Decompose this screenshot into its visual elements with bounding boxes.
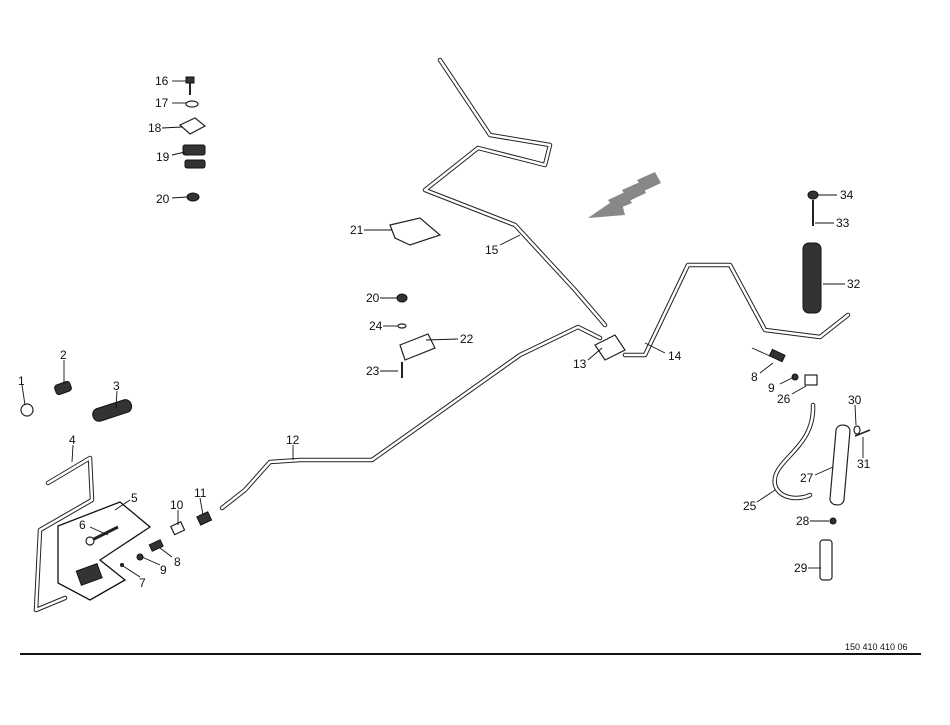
pipe-4 — [33, 455, 95, 613]
callout-30: 30 — [848, 393, 862, 407]
callout-25: 25 — [743, 499, 757, 513]
parts — [20, 76, 871, 586]
callout-10: 10 — [170, 498, 184, 512]
callout-8: 8 — [751, 370, 758, 384]
callout-16: 16 — [155, 74, 169, 88]
callout-18: 18 — [148, 121, 162, 135]
callout-20: 20 — [366, 291, 380, 305]
callout-11: 11 — [194, 486, 207, 500]
callout-15: 15 — [485, 243, 499, 257]
drawing-code: 150 410 410 06 — [845, 642, 908, 652]
leader-lines — [21, 80, 864, 578]
hose-25 — [772, 402, 816, 501]
callout-12: 12 — [286, 433, 300, 447]
callout-34: 34 — [840, 188, 854, 202]
callout-23: 23 — [366, 364, 380, 378]
callout-9: 9 — [768, 381, 775, 395]
callout-32: 32 — [847, 277, 861, 291]
callout-1: 1 — [18, 374, 25, 388]
callout-26: 26 — [777, 392, 791, 406]
pipe-15 — [422, 57, 608, 328]
callout-17: 17 — [155, 96, 169, 110]
callout-31: 31 — [857, 457, 871, 471]
callout-20: 20 — [156, 192, 170, 206]
callout-13: 13 — [573, 357, 587, 371]
direction-arrow-icon — [588, 172, 661, 218]
callout-9: 9 — [160, 563, 167, 577]
callout-6: 6 — [79, 518, 86, 532]
callout-29: 29 — [794, 561, 808, 575]
callout-24: 24 — [369, 319, 383, 333]
callout-19: 19 — [156, 150, 170, 164]
callout-4: 4 — [69, 433, 76, 447]
callout-7: 7 — [139, 576, 146, 590]
callout-5: 5 — [131, 491, 138, 505]
callout-28: 28 — [796, 514, 810, 528]
callout-33: 33 — [836, 216, 850, 230]
callout-2: 2 — [60, 348, 67, 362]
callout-22: 22 — [460, 332, 474, 346]
callout-14: 14 — [668, 349, 682, 363]
kit-outline-5 — [57, 501, 152, 601]
callout-27: 27 — [800, 471, 814, 485]
callout-21: 21 — [350, 223, 364, 237]
pipe-12 — [219, 324, 603, 511]
callout-3: 3 — [113, 379, 120, 393]
pipe-14 — [622, 262, 851, 358]
callout-8: 8 — [174, 555, 181, 569]
